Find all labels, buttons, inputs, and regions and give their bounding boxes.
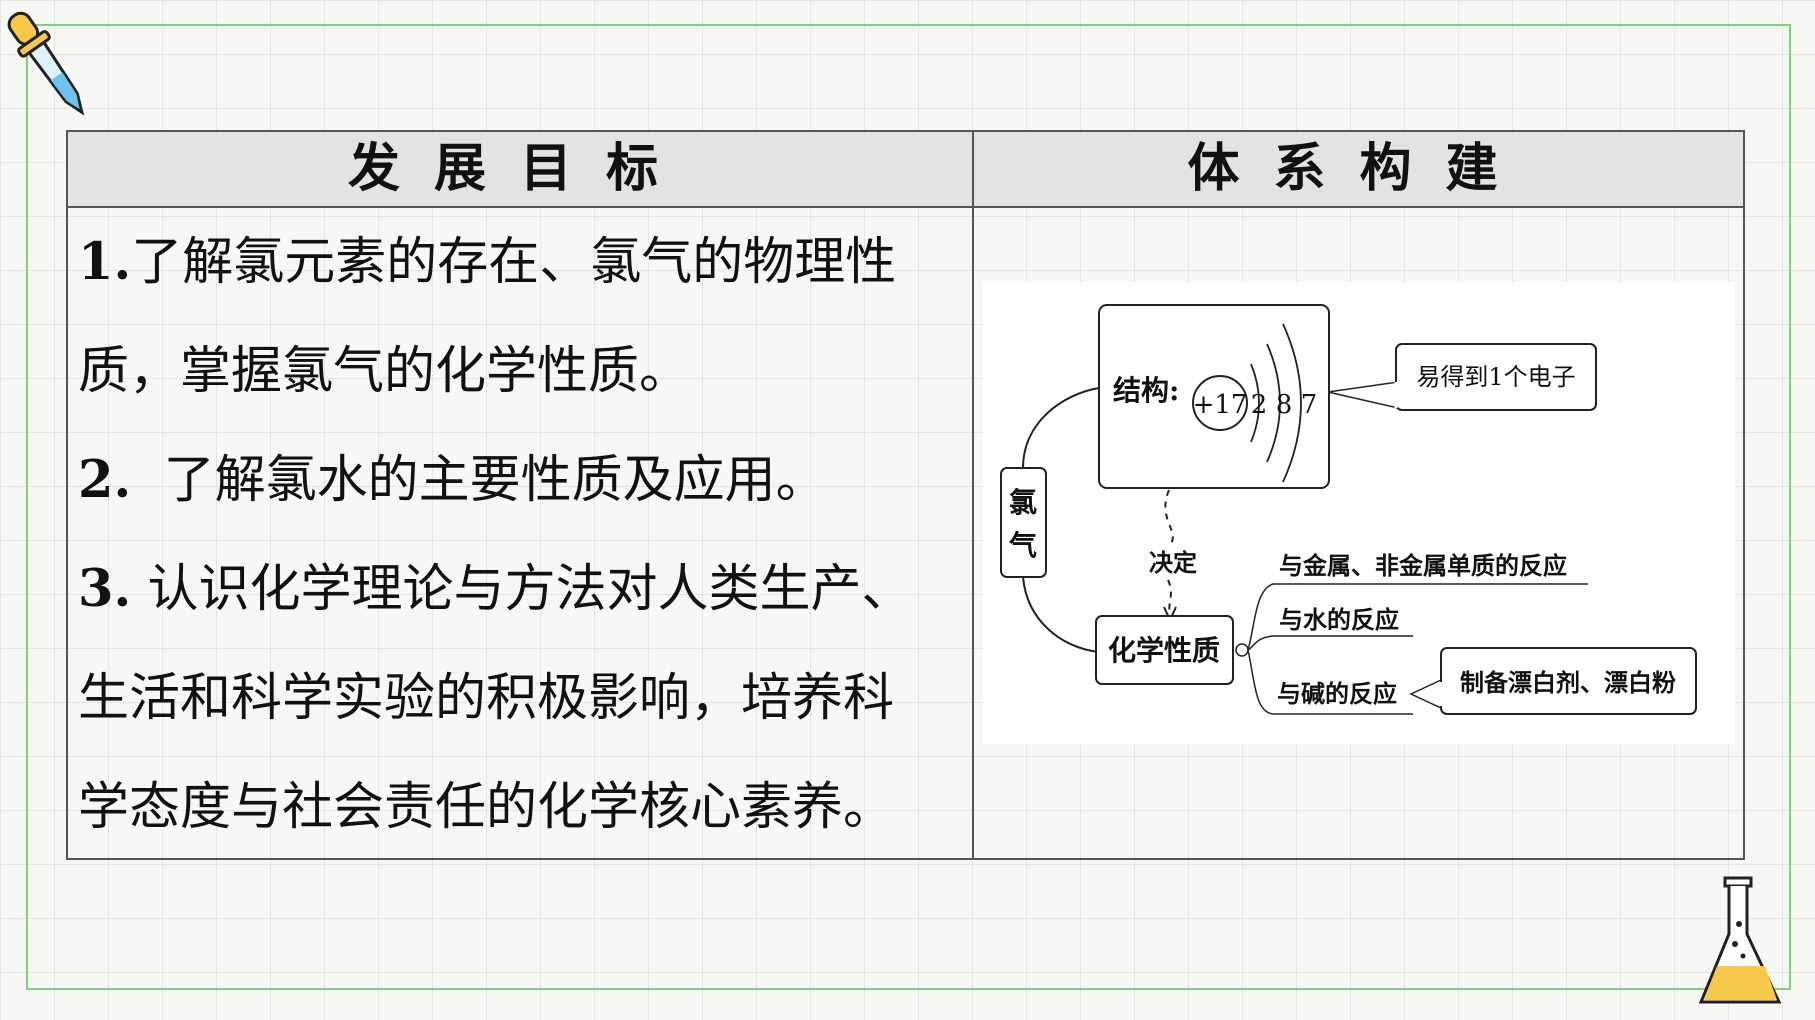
goal-1-line-2: 质，掌握氯气的化学性质。 — [78, 342, 691, 401]
goal-1-line-1: 1.了解氯元素的存在、氯气的物理性 — [78, 232, 897, 292]
product-pointer — [1409, 678, 1442, 710]
header-development-goals: 发展目标 — [347, 139, 692, 199]
chem-props-box — [1095, 615, 1234, 685]
goal-3-line-2: 生活和科学实验的积极影响，培养科 — [78, 669, 895, 728]
nucleus-charge: +17 — [1193, 390, 1248, 420]
base-product: 制备漂白剂、漂白粉 — [1460, 668, 1676, 697]
shell-arc-2 — [1266, 343, 1281, 463]
branch-water — [1247, 635, 1413, 651]
reaction-base: 与碱的反应 — [1277, 679, 1397, 708]
branch-metal — [1247, 583, 1588, 651]
goal-3-line-3: 学态度与社会责任的化学核心素养。 — [78, 778, 895, 837]
shell-3-count: 7 — [1301, 390, 1318, 420]
decides-label: 决定 — [1149, 548, 1197, 577]
goals-list: 1.了解氯元素的存在、氯气的物理性 质，掌握氯气的化学性质。 2. 了解氯水的主… — [78, 208, 968, 862]
branch-node — [1235, 643, 1249, 657]
branch-base — [1247, 649, 1413, 715]
decides-arrow-top — [1164, 489, 1174, 545]
structure-label: 结构: — [1113, 374, 1179, 407]
root-char-1: 氯 — [1009, 486, 1037, 519]
structure-box — [1098, 304, 1330, 489]
connector-root-chem — [1022, 576, 1100, 653]
callout-pointer — [1327, 381, 1399, 409]
decides-arrow-bottom — [1167, 579, 1172, 615]
shell-2-count: 8 — [1276, 390, 1293, 420]
goals-table: 发展目标 体系构建 1.了解氯元素的存在、氯气的物理性 质，掌握氯气的化学性质。… — [66, 130, 1745, 860]
chem-props-label: 化学性质 — [1108, 634, 1220, 667]
shell-arc-3 — [1282, 323, 1302, 483]
shell-1-count: 2 — [1251, 390, 1268, 420]
page-frame — [26, 24, 1791, 990]
electron-note-box — [1395, 343, 1597, 411]
root-char-2: 气 — [1008, 529, 1037, 562]
nucleus-circle — [1192, 375, 1248, 431]
goal-3-line-1: 3. 认识化学理论与方法对人类生产、 — [78, 559, 913, 619]
goal-2-line-1: 2. 了解氯水的主要性质及应用。 — [78, 450, 827, 510]
header-system-construction: 体系构建 — [1187, 139, 1532, 199]
flask-icon — [1698, 876, 1782, 1004]
reaction-metal-nonmetal: 与金属、非金属单质的反应 — [1279, 551, 1567, 580]
connector-root-structure — [1022, 387, 1100, 469]
electron-note: 易得到1个电子 — [1416, 363, 1575, 391]
base-product-box — [1440, 647, 1697, 715]
column-divider — [972, 132, 974, 858]
reaction-water: 与水的反应 — [1279, 605, 1399, 634]
table-header — [68, 132, 1743, 208]
chlorine-concept-map: 结构: +17 2 8 7 易得到1个电子 氯 气 决定 化学性质 与金属、非金… — [1000, 304, 1697, 715]
dropper-icon — [7, 11, 85, 116]
shell-arc-1 — [1250, 363, 1260, 443]
